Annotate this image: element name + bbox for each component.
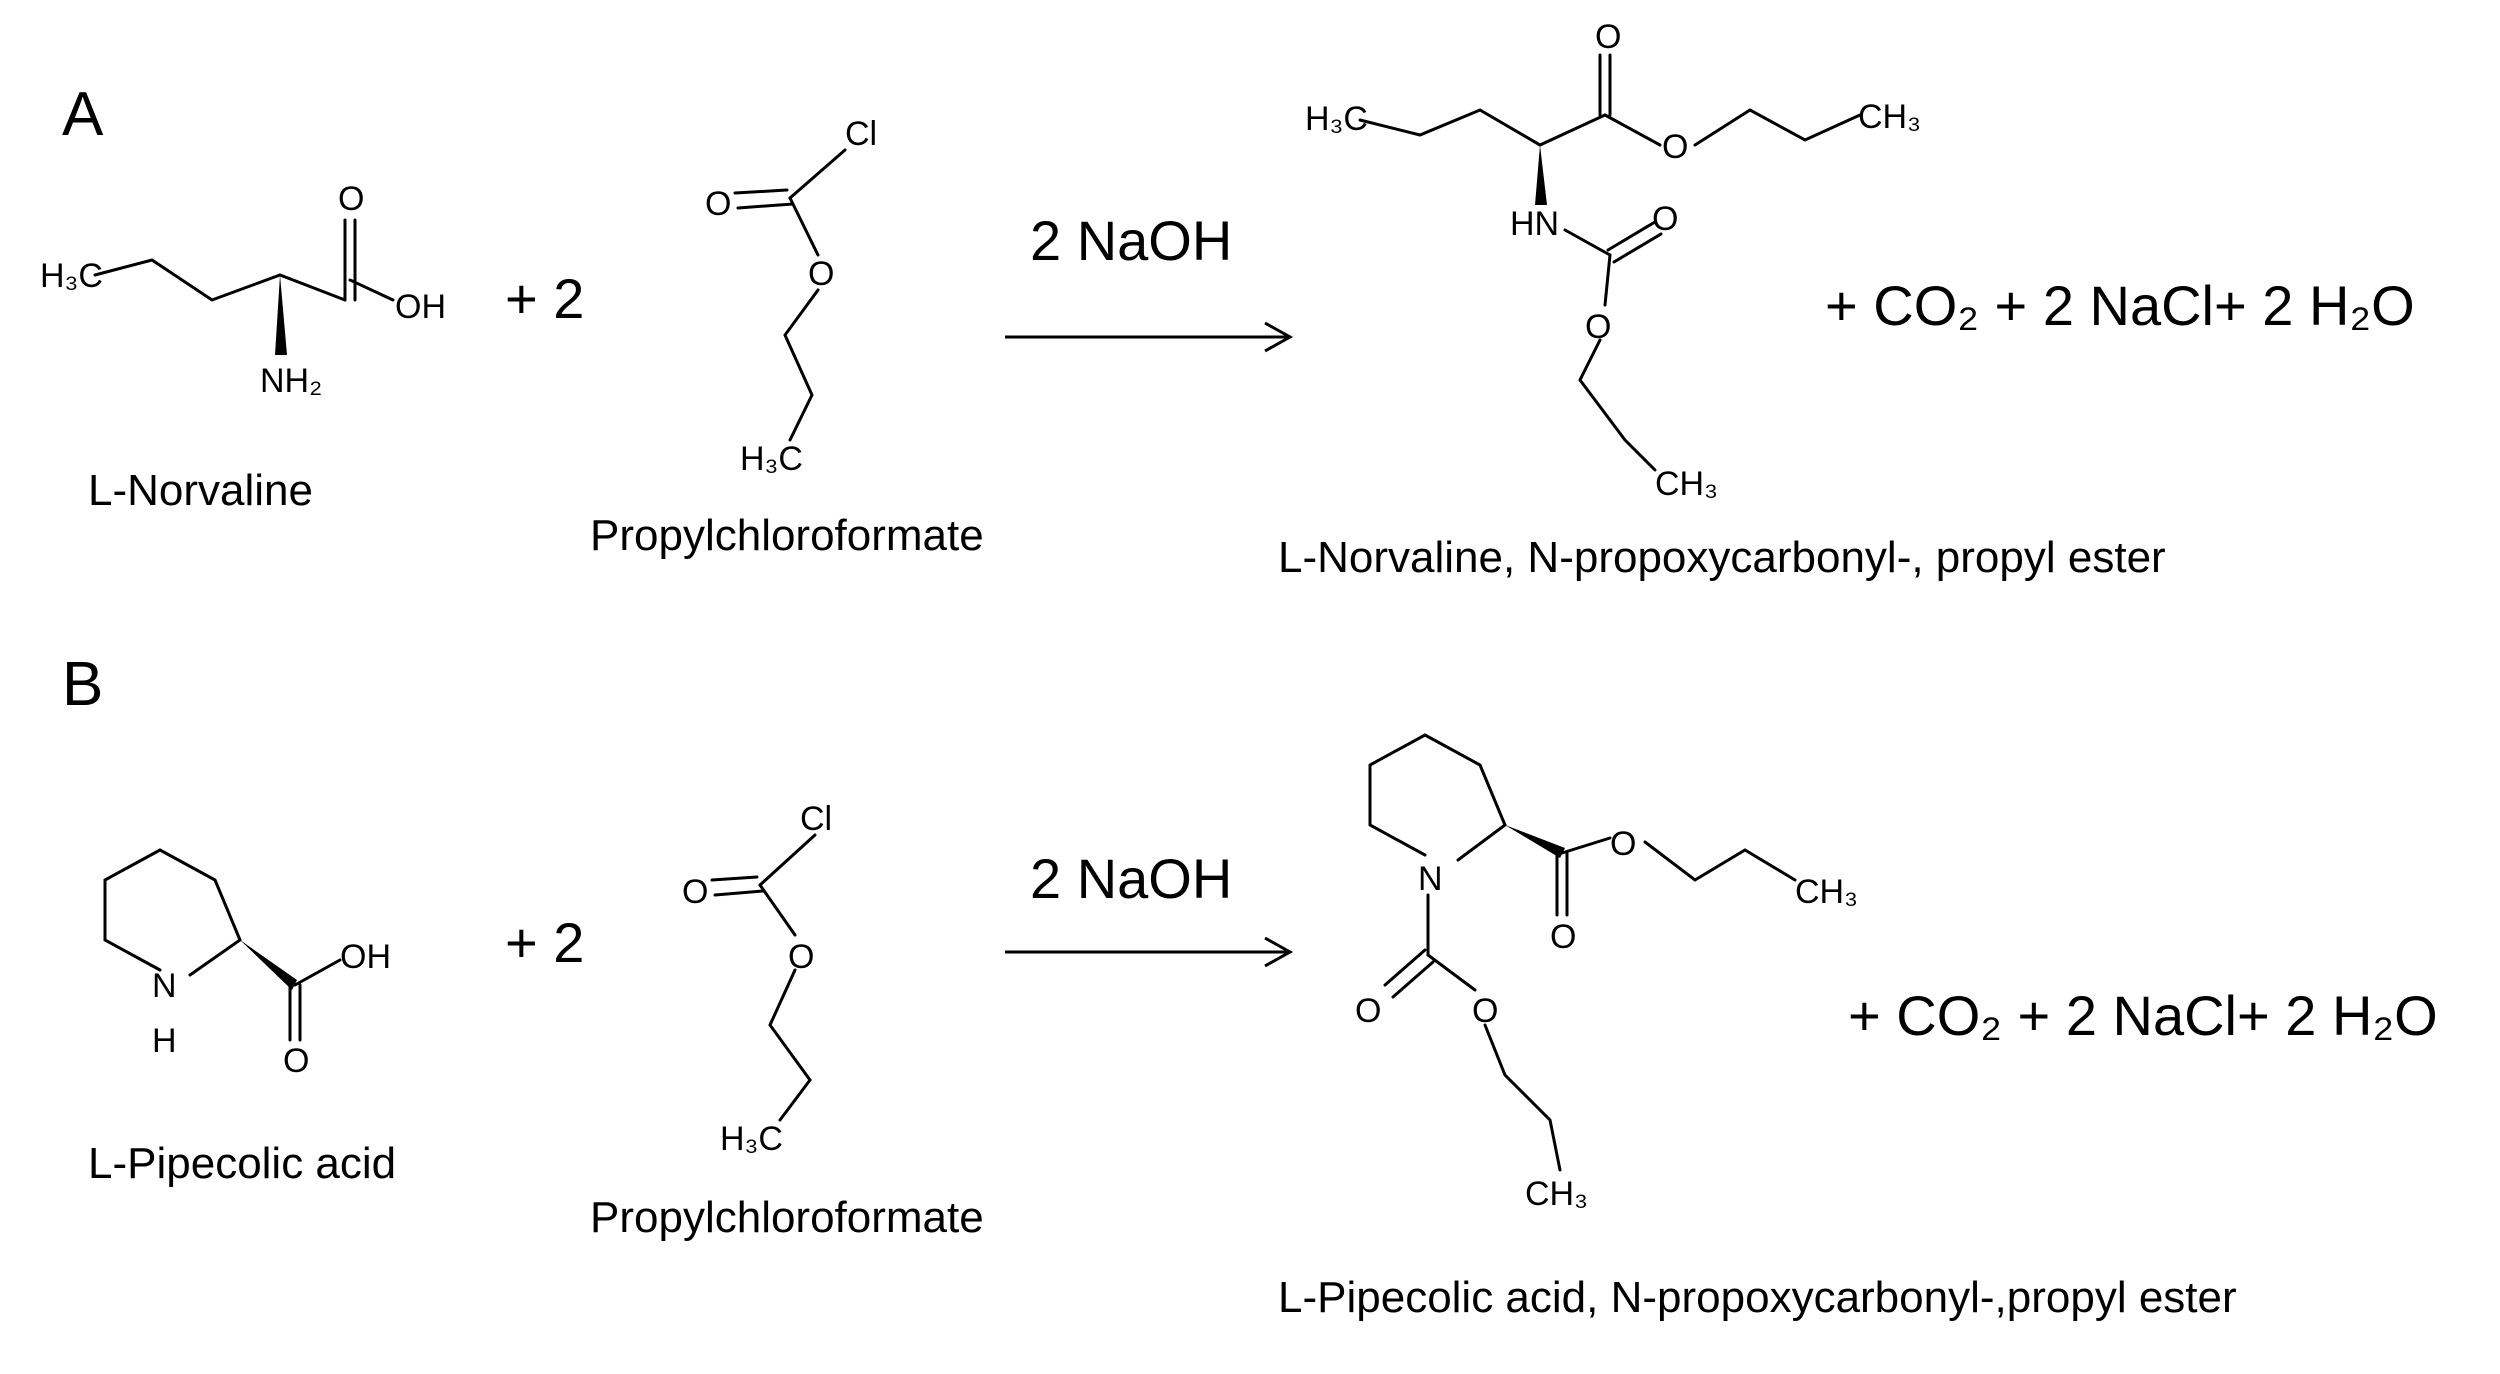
norvaline-name: L-Norvaline bbox=[88, 466, 313, 515]
product-b-o-carb-label: O bbox=[1355, 992, 1381, 1030]
norvaline-o-label: O bbox=[338, 180, 364, 218]
pipecolic-acid-structure: N H OH O bbox=[103, 848, 391, 1080]
norvaline-ch3-label: H₃C bbox=[40, 257, 103, 295]
product-b-wedge-bond bbox=[1505, 825, 1565, 858]
product-a-structure: H₃C O O CH₃ HN O O CH₃ bbox=[1305, 18, 1921, 503]
product-b-o-ester-label: O bbox=[1610, 825, 1636, 863]
pcf-a-cl-label: Cl bbox=[845, 115, 877, 153]
norvaline-oh-bond bbox=[348, 278, 395, 302]
pcf-b-o-ether-label: O bbox=[788, 938, 814, 976]
pcf-a-o-double-label: O bbox=[705, 185, 731, 223]
product-a-carb-bond-1 bbox=[1606, 220, 1657, 252]
pcf-a-ch3-label: H₃C bbox=[740, 440, 803, 478]
pcf-a-ccl-bond bbox=[788, 148, 847, 200]
product-b-ring-bonds bbox=[1368, 733, 1507, 862]
pcf-a-o-ether-label: O bbox=[808, 255, 834, 293]
pcf-b-ch3-label: H₃C bbox=[720, 1120, 783, 1158]
pipecolic-h-label: H bbox=[152, 1022, 177, 1060]
norvaline-structure: H₃C O OH NH₂ bbox=[40, 180, 446, 400]
pcf-a-co-bond-2 bbox=[736, 202, 795, 210]
norvaline-backbone-bonds bbox=[93, 258, 347, 302]
pcf-b-o-double-label: O bbox=[682, 873, 708, 911]
reaction-arrow-a bbox=[1005, 321, 1294, 353]
pipecolic-o-label: O bbox=[283, 1042, 309, 1080]
product-a-o-carb-label: O bbox=[1652, 200, 1678, 238]
product-a-wedge-bond bbox=[1535, 145, 1547, 205]
product-b-ester-chain-bonds bbox=[1560, 836, 1797, 882]
product-a-backbone-bonds bbox=[1358, 108, 1607, 147]
product-a-o-top-label: O bbox=[1595, 18, 1621, 56]
product-a-o-ester-label: O bbox=[1662, 128, 1688, 166]
pipecolic-ring-bonds bbox=[103, 848, 242, 977]
pcf-b-co-bond-2 bbox=[713, 889, 765, 897]
product-b-o-keto-label: O bbox=[1550, 918, 1576, 956]
byproducts-b: + CO₂ + 2 NaCl+ 2 H₂O bbox=[1848, 984, 2438, 1047]
pcf-b-cl-label: Cl bbox=[800, 800, 832, 838]
norvaline-oh-label: OH bbox=[395, 288, 446, 326]
pipecolic-acid-name: L-Pipecolic acid bbox=[88, 1139, 396, 1188]
propylchloroformate-b-name: Propylchloroformate bbox=[590, 1193, 984, 1242]
product-b-ch3-right-label: CH₃ bbox=[1795, 873, 1858, 911]
coefficient-a: + 2 bbox=[505, 267, 584, 330]
product-a-o-carb-ether-label: O bbox=[1585, 308, 1611, 346]
product-b-carb-bond-2 bbox=[1391, 960, 1435, 999]
coefficient-b: + 2 bbox=[505, 911, 584, 974]
conditions-a: 2 NaOH bbox=[1030, 209, 1232, 272]
norvaline-nh2-label: NH₂ bbox=[260, 362, 322, 400]
product-a-ch3-right-label: CH₃ bbox=[1858, 98, 1921, 136]
pcf-b-ccl-bond bbox=[758, 833, 817, 887]
pipecolic-oh-label: OH bbox=[340, 938, 391, 976]
product-b-carbamate-chain-bonds bbox=[1426, 953, 1562, 1172]
propylchloroformate-a-name: Propylchloroformate bbox=[590, 511, 984, 560]
pcf-b-co-bond-1 bbox=[710, 875, 759, 882]
propylchloroformate-b-structure: Cl O O H₃C bbox=[682, 800, 832, 1158]
panel-label-a: A bbox=[62, 80, 104, 149]
pcf-a-co-bond-1 bbox=[733, 188, 789, 195]
product-b-ch3-bottom-label: CH₃ bbox=[1525, 1175, 1588, 1213]
byproducts-a: + CO₂ + 2 NaCl+ 2 H₂O bbox=[1825, 274, 2415, 337]
product-b-carb-bond-1 bbox=[1383, 948, 1427, 987]
panel-a: A H₃C O OH NH₂ L-Norvaline + 2 Cl O O H₃… bbox=[40, 18, 2415, 582]
product-a-name: L-Norvaline, N-propoxycarbonyl-, propyl … bbox=[1278, 533, 2166, 582]
pipecolic-wedge-bond bbox=[240, 940, 297, 990]
pipecolic-oh-bond bbox=[293, 958, 342, 987]
panel-label-b: B bbox=[62, 650, 103, 719]
product-b-name: L-Pipecolic acid, N-propoxycarbonyl-,pro… bbox=[1278, 1273, 2237, 1322]
product-a-hn-label: HN bbox=[1510, 205, 1559, 243]
reaction-arrow-b bbox=[1005, 936, 1294, 968]
product-b-o-carb-ether-label: O bbox=[1472, 992, 1498, 1030]
propylchloroformate-a-structure: Cl O O H₃C bbox=[705, 115, 877, 478]
pipecolic-n-label: N bbox=[152, 967, 177, 1005]
product-a-carbamate-chain-bonds bbox=[1578, 253, 1657, 472]
product-b-structure: N O CH₃ O O O CH₃ bbox=[1355, 733, 1858, 1213]
pcf-a-chain-bonds bbox=[783, 196, 820, 442]
product-a-carb-bond-2 bbox=[1612, 232, 1663, 264]
product-a-ester-chain-bonds bbox=[1603, 108, 1862, 147]
product-a-n-c-bond bbox=[1563, 228, 1612, 257]
product-a-ch3-bottom-label: CH₃ bbox=[1655, 465, 1718, 503]
norvaline-wedge-bond bbox=[275, 275, 287, 355]
panel-b: B N H OH O L-Pipecolic acid + 2 Cl O O H… bbox=[62, 650, 2438, 1322]
product-b-n-label: N bbox=[1418, 860, 1443, 898]
pcf-b-chain-bonds bbox=[758, 883, 812, 1122]
conditions-b: 2 NaOH bbox=[1030, 847, 1232, 910]
product-a-ch3-left-label: H₃C bbox=[1305, 100, 1368, 138]
